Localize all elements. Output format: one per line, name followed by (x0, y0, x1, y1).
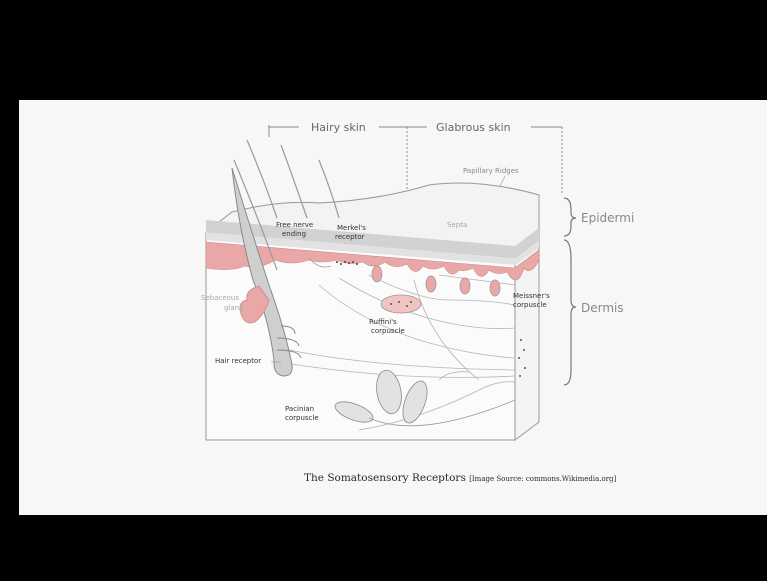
hair-receptor-label: Hair receptor (215, 357, 261, 365)
figure-caption: The Somatosensory Receptors [Image Sourc… (304, 472, 616, 484)
skin-diagram: Hairy skin Glabrous skin Papillary Ridge… (19, 100, 767, 515)
merkels-receptor-label: Merkel's receptor (335, 224, 368, 241)
hairy-skin-label: Hairy skin (311, 121, 366, 134)
layer-bracket (564, 198, 576, 385)
ruffini-corpuscle (381, 295, 421, 313)
caption-title: The Somatosensory Receptors (304, 472, 466, 484)
epidermis-label: Epidermi (581, 211, 634, 225)
pacinian-corpuscle-label: Pacinian corpuscle (285, 405, 319, 422)
caption-source: [Image Source: commons.Wikimedia.org] (469, 475, 616, 483)
papillary-ridges-label: Papillary Ridges (463, 167, 519, 175)
meissners-corpuscle-label: Meissner's corpuscle (513, 292, 552, 309)
skin-block (206, 140, 539, 440)
glabrous-skin-label: Glabrous skin (436, 121, 511, 134)
dermis-label: Dermis (581, 301, 624, 315)
septa-label: Septa (447, 221, 467, 229)
slide-area: Hairy skin Glabrous skin Papillary Ridge… (19, 100, 767, 515)
skin-type-bracket (269, 125, 562, 195)
